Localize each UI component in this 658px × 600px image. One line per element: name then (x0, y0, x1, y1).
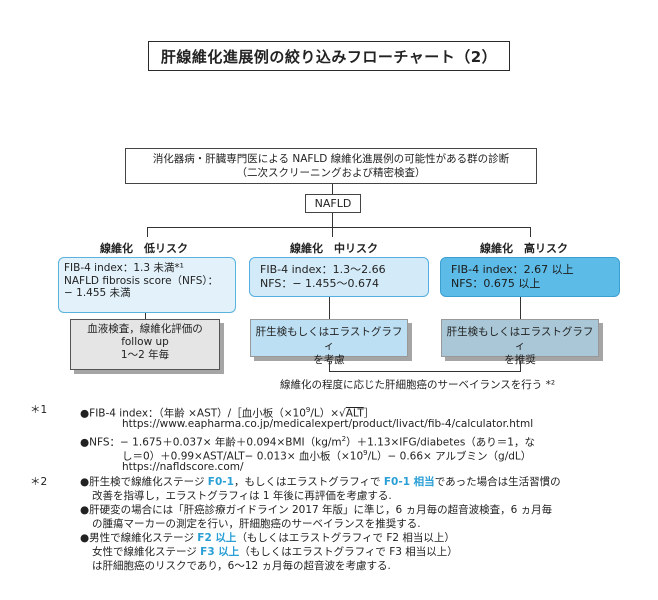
connector-low-sub (145, 313, 146, 319)
note-2-c-pre: ●男性で線維化ステージ (80, 532, 198, 544)
surveillance-text: 線維化の程度に応じた肝細胞癌のサーベイランスを行う *² (280, 379, 556, 391)
note-2-a-post: であった場合は生活習慣の (434, 476, 561, 488)
diagnosis-line-1: 消化器病・肝臓専門医による NAFLD 線維化進展例の可能性がある群の診断 (152, 153, 510, 165)
note-1-nfs-url: https://nafldscore.com/ (122, 461, 244, 473)
connector-mid-sub (329, 297, 330, 319)
mid-nfs: NFS：− 1.455〜0.674 (260, 277, 380, 290)
note-1-fib4-end: ］ (363, 407, 375, 420)
mid-risk-label: 線維化 中リスク (290, 242, 378, 255)
note-1-fib4-mid: /L）×√ (310, 407, 346, 420)
low-action-line-3: 1〜2 年毎 (120, 349, 170, 361)
nafld-box: NAFLD (305, 194, 361, 213)
note-1-fib4-prefix: ●FIB-4 index：（年齢 ×AST）/［血小板（×10 (80, 407, 306, 420)
mid-action-box: 肝生検もしくはエラストグラフィ を考慮 (250, 319, 408, 366)
note-2-a-line-1: ●肝生検で線維化ステージ F0-1，もしくはエラストグラフィで F0-1 相当で… (80, 476, 561, 490)
diagnosis-line-2: （二次スクリーニングおよび精密検査） (236, 167, 426, 179)
note-1-fib4-url: https://www.eapharma.co.jp/medicalexpert… (122, 418, 534, 430)
note-1-fib4-alt: ALT (345, 407, 364, 420)
note-1-nfs-line-2: し＝0）＋0.99×AST/ALT− 0.013× 血小板（×109/L）− 0… (122, 447, 531, 464)
connector-high-sub (520, 297, 521, 319)
high-nfs: NFS：0.675 以上 (451, 277, 541, 290)
high-risk-box: FIB-4 index：2.67 以上 NFS：0.675 以上 (440, 257, 620, 297)
connector-mid (332, 227, 333, 237)
connector-horizontal (147, 227, 530, 228)
note-2-mark: ＊2 (30, 476, 48, 488)
note-2-d: 女性で線維化ステージ F3 以上（もしくはエラストグラフィで F3 相当以上） (92, 546, 458, 560)
mid-fib4: FIB-4 index：1.3〜2.66 (260, 263, 386, 276)
note-1-nfs-sup: 2 (341, 435, 347, 443)
bracket-high (520, 361, 521, 371)
low-risk-label: 線維化 低リスク (100, 242, 188, 255)
note-2-c-highlight: F2 以上 (197, 532, 237, 544)
high-action-line-2: を推奨 (504, 354, 536, 366)
note-2-c-post: （もしくはエラストグラフィで F2 相当以上） (236, 532, 455, 544)
high-action-line-1: 肝生検もしくはエラストグラフィ (446, 326, 594, 352)
note-1-nfs-c: し＝0）＋0.99×AST/ALT− 0.013× 血小板（×10 (122, 450, 364, 463)
note-2-e: は肝細胞癌のリスクであり，6〜12 ヵ月毎の超音波を考慮する. (92, 560, 391, 572)
low-nfs-label: NAFLD fibrosis score（NFS）： (64, 274, 219, 287)
note-2-a-line-2: 改善を指導し，エラストグラフィは 1 年後に再評価を考慮する. (92, 490, 392, 502)
note-2-c: ●男性で線維化ステージ F2 以上（もしくはエラストグラフィで F2 相当以上） (80, 532, 455, 546)
bracket-horizontal (329, 371, 521, 372)
note-2-d-pre: 女性で線維化ステージ (92, 546, 201, 558)
diagnosis-box: 消化器病・肝臓専門医による NAFLD 線維化進展例の可能性がある群の診断 （二… (125, 148, 537, 184)
note-1-mark: ＊1 (30, 404, 48, 416)
note-2-a-mid: ，もしくはエラストグラフィで (233, 476, 384, 488)
high-action-box: 肝生検もしくはエラストグラフィ を推奨 (441, 319, 599, 366)
note-2-d-post: （もしくはエラストグラフィで F3 相当以上） (239, 546, 458, 558)
note-2-a-highlight-1: F0-1 (207, 476, 234, 488)
low-nfs-value: − 1.455 未満 (64, 287, 131, 299)
connector-nafld-down (332, 213, 333, 227)
note-2-a-highlight-2: F0-1 相当 (383, 476, 435, 488)
high-risk-label: 線維化 高リスク (480, 242, 568, 255)
low-action-line-2: follow up (121, 336, 169, 348)
note-1-nfs-d: /L）− 0.66× アルブミン（g/dL） (367, 450, 532, 463)
mid-action-line-2: を考慮 (313, 354, 345, 366)
low-action-line-1: 血液検査，線維化評価の (87, 323, 203, 335)
note-1-fib4: ●FIB-4 index：（年齢 ×AST）/［血小板（×109/L）×√ALT… (80, 404, 374, 421)
note-1-nfs-line-1: ●NFS：− 1.675＋0.037× 年齢＋0.094×BMI（kg/m2）＋… (80, 433, 535, 450)
mid-action-line-1: 肝生検もしくはエラストグラフィ (255, 326, 403, 352)
low-fib4: FIB-4 index：1.3 未満*¹ (64, 262, 184, 274)
connector-high (530, 227, 531, 237)
note-2-b-line-1: ●肝硬変の場合には「肝癌診療ガイドライン 2017 年版」に準じ，6 ヵ月毎の超… (80, 504, 553, 516)
mid-risk-box: FIB-4 index：1.3〜2.66 NFS：− 1.455〜0.674 (249, 257, 429, 297)
connector-top-to-nafld (332, 184, 333, 194)
low-action-box: 血液検査，線維化評価の follow up 1〜2 年毎 (70, 319, 220, 370)
note-2-d-highlight: F3 以上 (200, 546, 240, 558)
bracket-mid (329, 361, 330, 371)
low-risk-box: FIB-4 index：1.3 未満*¹ NAFLD fibrosis scor… (58, 257, 236, 313)
connector-low (147, 227, 148, 237)
note-2-b-line-2: の腫瘍マーカーの測定を行い，肝細胞癌のサーベイランスを推奨する. (92, 518, 421, 530)
high-fib4: FIB-4 index：2.67 以上 (451, 263, 574, 276)
note-1-nfs-sup2: 9 (363, 449, 368, 457)
note-2-a-pre: ●肝生検で線維化ステージ (80, 476, 208, 488)
note-1-nfs-b: ）＋1.13×IFG/diabetes（あり＝1，な (346, 436, 535, 449)
page-title: 肝線維化進展例の絞り込みフローチャート（2） (148, 41, 510, 71)
note-1-nfs-a: ●NFS：− 1.675＋0.037× 年齢＋0.094×BMI（kg/m (80, 436, 342, 449)
note-1-fib4-exp: 9 (305, 406, 311, 414)
